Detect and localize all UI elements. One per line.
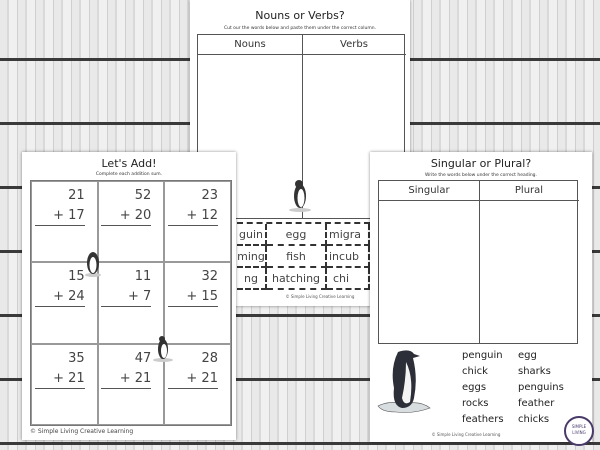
word-card: ming bbox=[237, 246, 267, 268]
word: chicks bbox=[518, 414, 550, 425]
sum-cell: 52+ 20 bbox=[97, 181, 165, 263]
word-card: incub bbox=[327, 246, 370, 268]
header-nouns: Nouns bbox=[198, 35, 302, 55]
worksheet-instruction: Cut our the words below and paste them u… bbox=[223, 26, 377, 31]
word-list-right: egg sharks penguins feather chicks bbox=[518, 348, 564, 428]
word-card: migra bbox=[327, 224, 370, 246]
header-verbs: Verbs bbox=[302, 35, 406, 55]
sum-cell: 35+ 21 bbox=[31, 343, 98, 425]
sum-cell: 23+ 12 bbox=[164, 181, 231, 263]
penguin-icon bbox=[85, 252, 101, 277]
word-card: egg bbox=[267, 224, 327, 246]
penguin-icon bbox=[289, 180, 311, 212]
word-card: guin bbox=[237, 224, 267, 246]
sort-table: Nouns Verbs bbox=[197, 34, 406, 219]
word-card: chi bbox=[327, 268, 370, 290]
cut-out-words: guin egg migra ming fish incub ng hatchi… bbox=[237, 222, 370, 292]
lets-add-worksheet: Let's Add! Complete each addition sum. 2… bbox=[22, 152, 236, 440]
word: eggs bbox=[462, 382, 487, 393]
sum-cell: 32+ 15 bbox=[164, 262, 231, 344]
word: chick bbox=[462, 366, 488, 377]
word-list-left: penguin chick eggs rocks feathers bbox=[462, 348, 504, 428]
header-singular: Singular bbox=[379, 181, 479, 201]
worksheet-instruction: Complete each addition sum. bbox=[95, 172, 163, 177]
word-card: fish bbox=[267, 246, 327, 268]
worksheet-title: Let's Add! bbox=[101, 157, 157, 170]
header-plural: Plural bbox=[479, 181, 579, 201]
word-card: hatching bbox=[267, 268, 327, 290]
penguin-icon bbox=[153, 336, 173, 362]
sum-cell: 47+ 21 bbox=[97, 343, 165, 425]
copyright: © Simple Living Creative Learning bbox=[285, 294, 355, 299]
word: sharks bbox=[518, 366, 551, 377]
sort-table: Singular Plural bbox=[378, 180, 579, 344]
copyright: © Simple Living Creative Learning bbox=[431, 432, 501, 437]
worksheet-title: Singular or Plural? bbox=[430, 157, 532, 170]
word: penguins bbox=[518, 382, 564, 393]
penguin-icon bbox=[377, 350, 431, 413]
worksheet-instruction: Write the words below under the correct … bbox=[425, 173, 537, 178]
word: feathers bbox=[462, 414, 504, 425]
sum-cell: 15+ 24 bbox=[31, 262, 98, 344]
word: penguin bbox=[462, 350, 503, 361]
singular-plural-worksheet: Singular or Plural? Write the words belo… bbox=[370, 152, 592, 442]
word-card: ng bbox=[237, 268, 267, 290]
word: rocks bbox=[462, 398, 489, 409]
sum-cell: 11+ 7 bbox=[97, 262, 165, 344]
word: feather bbox=[518, 398, 555, 409]
sum-cell: 28+ 21 bbox=[164, 343, 231, 425]
word: egg bbox=[518, 350, 537, 361]
worksheet-title: Nouns or Verbs? bbox=[255, 9, 345, 22]
addition-grid: 21+ 17 52+ 20 23+ 12 15+ 24 11+ 7 32+ 15… bbox=[30, 180, 232, 426]
copyright: © Simple Living Creative Learning bbox=[30, 428, 134, 435]
sum-cell: 21+ 17 bbox=[31, 181, 98, 263]
